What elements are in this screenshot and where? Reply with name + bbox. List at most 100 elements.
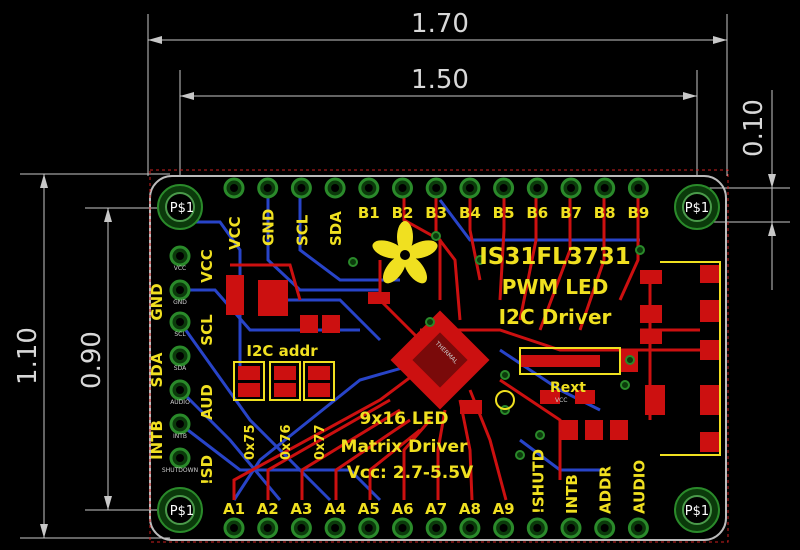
hole-label-tl: P$1	[170, 201, 194, 216]
bottom-pin-pad	[358, 517, 380, 539]
bottom-pin-pad	[223, 517, 245, 539]
hole-label-bl: P$1	[170, 504, 194, 519]
top-pin-pad	[324, 177, 346, 199]
bottom-pin-label: !SHUTD	[529, 449, 547, 514]
top-pin-pad	[526, 177, 548, 199]
top-pin-label: B5	[493, 204, 515, 222]
bottom-pin-pad	[493, 517, 515, 539]
rext-label: Rext	[550, 380, 586, 396]
top-pin-label: B7	[560, 204, 582, 222]
dim-left-height: 1.10	[13, 327, 43, 385]
dim-right-offset: 0.10	[739, 99, 769, 157]
board-subtitle-2: I2C Driver	[499, 305, 612, 329]
left-pin-pad	[169, 279, 191, 301]
top-pin-pad	[459, 177, 481, 199]
left-header-pads	[169, 245, 191, 469]
bottom-pin-pad	[560, 517, 582, 539]
bottom-pin-label: A1	[223, 500, 245, 518]
left-pin-small-label: SDA	[174, 365, 187, 372]
addr-0x76: 0x76	[279, 424, 294, 460]
top-pin-label: B1	[358, 204, 380, 222]
addr-0x75: 0x75	[243, 424, 258, 460]
rext-outline	[519, 347, 621, 375]
top-pin-label: B2	[392, 204, 414, 222]
dim-inner-height: 0.90	[77, 331, 107, 389]
left-pin-label: GND	[148, 283, 166, 320]
top-header-pads	[223, 177, 649, 199]
bottom-pin-label: A7	[425, 500, 447, 518]
top-pin-pad	[223, 177, 245, 199]
left-pin-small-label: VCC	[174, 265, 186, 272]
left-pin-labels: VCC GND SCL SDA AUD INTB !SD	[148, 249, 216, 485]
chip-title: IS31FL3731	[479, 244, 631, 270]
hole-label-tr: P$1	[685, 201, 709, 216]
bottom-pin-pad	[594, 517, 616, 539]
mounting-hole-br	[674, 487, 720, 533]
top-pin-pad	[257, 177, 279, 199]
dim-top-width: 1.70	[411, 9, 469, 39]
left-pin-small-label: INTB	[173, 433, 187, 440]
left-pin-label: SCL	[198, 314, 216, 346]
bottom-pin-pad	[627, 517, 649, 539]
top-pin-pad	[425, 177, 447, 199]
top-pin-label: B6	[526, 204, 548, 222]
top-pin-label: GND	[260, 209, 278, 246]
bottom-pin-pad	[459, 517, 481, 539]
top-copper-pads	[226, 265, 720, 452]
i2c-address-jumpers	[233, 361, 335, 401]
bottom-pin-pad	[257, 517, 279, 539]
bottom-pin-label: A9	[493, 500, 515, 518]
left-pin-pad	[169, 245, 191, 267]
board-desc-3: Vcc: 2.7-5.5V	[347, 463, 474, 483]
left-pin-small-label: AUDIO	[170, 399, 190, 406]
board-desc-1: 9x16 LED	[360, 409, 449, 429]
board-dashed-edge	[149, 169, 729, 543]
bottom-pin-label: A5	[358, 500, 380, 518]
top-pin-pad	[290, 177, 312, 199]
bottom-pin-pad	[425, 517, 447, 539]
dimension-lines	[20, 14, 790, 539]
bottom-pin-label: INTB	[563, 474, 581, 514]
left-pin-label: INTB	[148, 420, 166, 460]
left-pin-label: !SD	[198, 455, 216, 485]
mounting-hole-bl	[157, 487, 203, 533]
left-pin-small-labels: VCC GND SCL SDA AUDIO INTB SHUTDOWN	[162, 265, 198, 474]
bottom-pin-pad	[392, 517, 413, 539]
addr-0x77: 0x77	[313, 424, 328, 460]
left-pin-label: AUD	[198, 384, 216, 420]
i2c-addr-label: I2C addr	[246, 342, 318, 360]
top-pin-label: B9	[627, 204, 649, 222]
top-pin-pad	[627, 177, 649, 199]
vias	[348, 231, 645, 460]
left-pin-label: SDA	[148, 352, 166, 387]
left-pin-small-label: SHUTDOWN	[162, 467, 198, 474]
bottom-pin-label: ADDR	[597, 465, 615, 514]
bottom-pin-label: A4	[324, 500, 346, 518]
jumper-pads	[238, 366, 330, 397]
bottom-pin-label: A3	[290, 500, 312, 518]
left-pin-label: VCC	[198, 249, 216, 283]
left-pin-small-label: GND	[173, 299, 187, 306]
top-pin-label: SCL	[293, 214, 311, 246]
top-pin-pad	[560, 177, 582, 199]
left-pin-pad	[169, 447, 191, 469]
left-pin-small-label: SCL	[174, 331, 186, 338]
board-desc-2: Matrix Driver	[341, 437, 469, 457]
audio-test-point	[495, 390, 515, 410]
left-pin-pad	[169, 345, 191, 367]
dimension-arrows	[40, 36, 776, 538]
top-pin-pad	[594, 177, 616, 199]
left-pin-pad	[169, 413, 191, 435]
bottom-pin-pad	[324, 517, 346, 539]
dim-inner-width: 1.50	[411, 65, 469, 95]
top-pin-pad	[493, 177, 515, 199]
top-pin-label: VCC	[226, 216, 244, 250]
bottom-pin-label: A8	[459, 500, 481, 518]
connector-outline	[660, 261, 721, 456]
top-pin-pad	[392, 177, 413, 199]
top-pin-pad	[358, 177, 380, 199]
bottom-pin-pad	[526, 517, 548, 539]
